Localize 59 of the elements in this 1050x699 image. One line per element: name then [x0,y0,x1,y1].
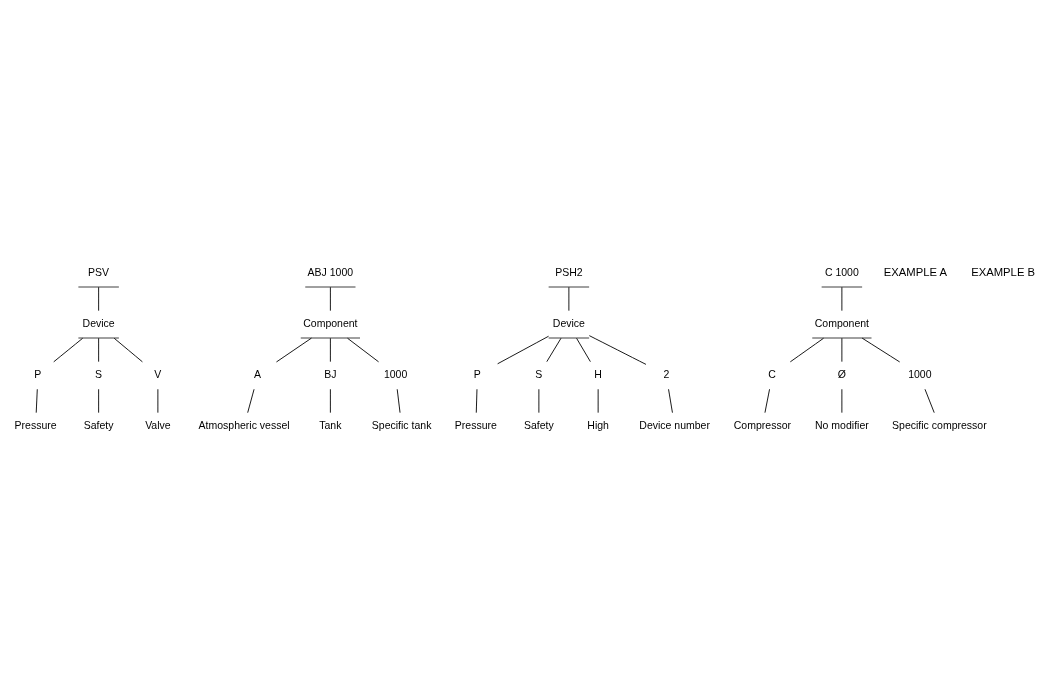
node-text: C 1000 [824,265,859,278]
connector [329,388,331,413]
node-text: Specific tank [371,418,432,431]
node-text: Safety [83,418,114,431]
connector [329,286,331,311]
node-text: Device [82,316,115,329]
label: EXAMPLE A [883,265,947,278]
node-text: 1000 [383,367,408,380]
connector [789,337,824,362]
node-text: V [154,367,162,380]
node-text: 2 [663,367,670,380]
node-text: Device number [639,418,710,431]
node-text: Device [552,316,585,329]
label: EXAMPLE B [971,265,1036,278]
node-text: Tank [319,418,342,431]
connector [53,337,84,362]
node-text: Component [303,316,358,329]
connector [546,337,562,362]
node-text: Compressor [733,418,791,431]
connector [98,337,100,362]
connector [113,337,143,362]
node-text: Ø [837,367,846,380]
node-text: C [768,367,776,380]
node-text: P [34,367,42,380]
node-text: BJ [324,367,337,380]
node-text: Valve [145,418,171,431]
node-text: Component [814,316,870,329]
connector [576,337,591,362]
connector [276,337,312,362]
node-text: No modifier [815,418,869,431]
connector [668,388,673,413]
connector [588,334,647,365]
node-text: 1000 [908,367,932,380]
node-text: P [473,367,481,380]
node-text: Safety [523,418,554,431]
node-text: S [535,367,543,380]
node-text: ABJ 1000 [307,265,354,278]
node-text: PSH2 [555,265,583,278]
node-text: PSV [88,265,110,278]
connector [98,286,100,311]
node-text: Atmospheric vessel [198,418,290,431]
connector [329,337,331,362]
connector [98,388,100,413]
node-text: Pressure [454,418,497,431]
node-text: H [594,367,602,380]
connector [347,337,380,362]
connector [764,388,770,413]
node-text: Pressure [14,418,57,431]
connector [497,335,549,364]
node-text: A [254,367,262,380]
connector [924,388,935,413]
connector [396,388,401,413]
node-text: High [587,418,609,431]
node-text: S [95,367,103,380]
node-text: Specific compressor [892,418,987,431]
connector [35,388,38,413]
connector [861,337,901,362]
connector [475,388,478,413]
connector [247,388,255,413]
